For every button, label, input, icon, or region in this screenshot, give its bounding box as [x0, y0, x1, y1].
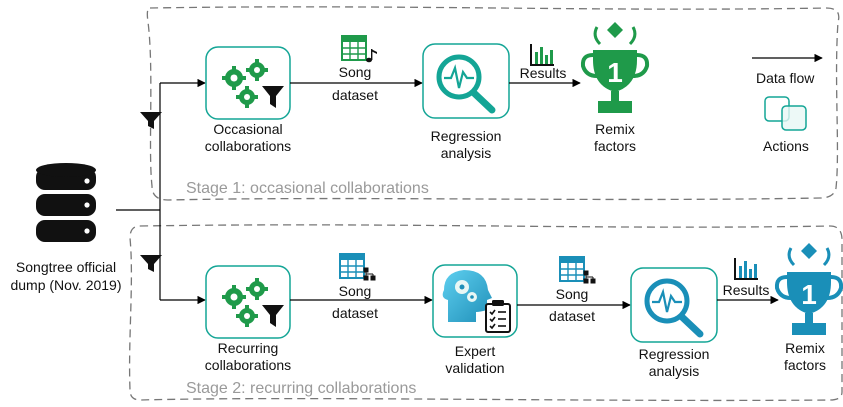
- stage1-label: Stage 1: occasional collaborations: [186, 180, 429, 197]
- source-label-line2: dump (Nov. 2019): [10, 277, 121, 293]
- trophy-badge: 1: [607, 57, 623, 88]
- action-expert-validation: [432, 264, 518, 338]
- split-lines: [116, 83, 161, 300]
- action-regression-analysis: [630, 267, 718, 343]
- stage2-label: Stage 2: recurring collaborations: [186, 380, 416, 397]
- trophy-badge: 1: [801, 279, 817, 310]
- output-label-line2: factors: [594, 138, 636, 154]
- action-occasional-label-line1: Occasional: [213, 121, 282, 137]
- edge-results-label: Results: [723, 282, 770, 298]
- source-label-line1: Songtree official: [16, 259, 116, 275]
- filter-icon: [262, 305, 284, 327]
- edge-song-dataset-line2: dataset: [332, 305, 378, 321]
- output-label-line2: factors: [784, 357, 826, 373]
- action-occasional-label-line2: collaborations: [205, 138, 291, 154]
- legend-actions-label: Actions: [763, 138, 809, 154]
- magnifier-chart-icon: [644, 278, 704, 338]
- song-dataset-icon: [339, 253, 376, 281]
- gears-icon: [222, 59, 268, 108]
- action-recurring-label-line2: collaborations: [205, 357, 291, 373]
- edge-song-dataset-line1: Song: [339, 283, 372, 299]
- trophy-icon: [580, 22, 650, 113]
- database-icon: [36, 163, 96, 242]
- stage1-group: [146, 6, 840, 201]
- output-label-line1: Remix: [785, 340, 825, 356]
- legend-actions-icon: [764, 96, 807, 131]
- action-recurring-collaborations: [205, 265, 291, 339]
- filter-icon: [140, 255, 162, 272]
- legend-flow-label: Data flow: [756, 70, 815, 86]
- filter-icon: [140, 112, 162, 129]
- results-chart-icon: [734, 258, 758, 280]
- stage2-group: [128, 224, 843, 402]
- results-chart-icon: [530, 44, 554, 66]
- song-dataset-icon: [341, 35, 377, 63]
- edge-song-dataset-line2: dataset: [549, 308, 595, 324]
- action-expert-label-line2: validation: [445, 360, 504, 376]
- action-occasional-collaborations: [205, 46, 291, 120]
- filter-icon: [262, 86, 284, 108]
- gears-icon: [222, 278, 268, 327]
- action-recurring-label-line1: Recurring: [218, 340, 279, 356]
- output-label-line1: Remix: [595, 121, 635, 137]
- checklist-icon: [485, 300, 511, 333]
- magnifier-chart-icon: [436, 54, 496, 114]
- trophy-icon: [774, 243, 843, 335]
- edge-song-dataset-line2: dataset: [332, 87, 378, 103]
- edge-results-label: Results: [520, 65, 567, 81]
- expert-head-icon: [442, 270, 492, 322]
- action-regression-label-line1: Regression: [639, 346, 710, 362]
- edge-song-dataset-line1: Song: [556, 286, 589, 302]
- edge-song-dataset-line1: Song: [339, 64, 372, 80]
- action-expert-label-line1: Expert: [455, 343, 496, 359]
- action-regression-label-line2: analysis: [649, 363, 700, 379]
- action-regression-label-line1: Regression: [431, 128, 502, 144]
- song-dataset-icon: [559, 256, 596, 284]
- action-regression-analysis: [422, 43, 510, 119]
- action-regression-label-line2: analysis: [441, 145, 492, 161]
